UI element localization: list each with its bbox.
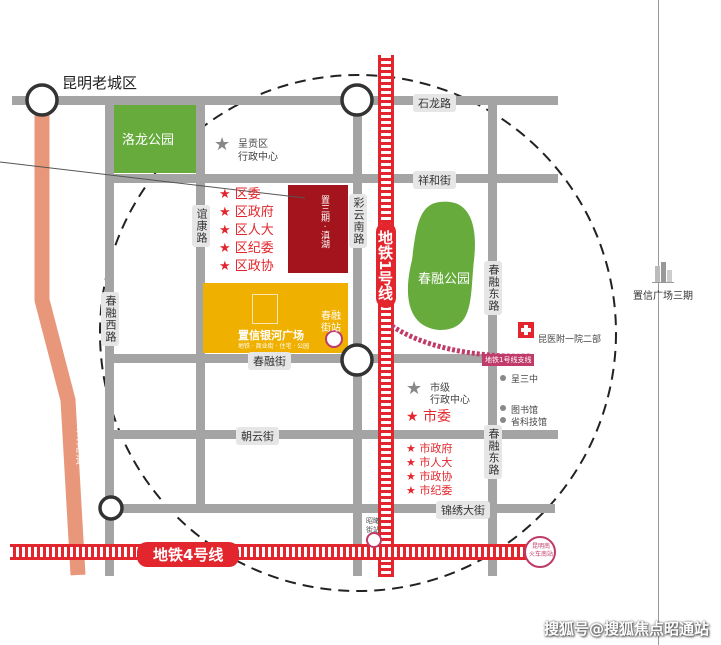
expressway-road — [34, 102, 86, 576]
old-city-label: 昆明老城区 — [62, 74, 138, 92]
tower-label: 置三期 · 滇湖 — [319, 195, 329, 249]
city-admin-label-2: 行政中心 — [430, 395, 470, 406]
radius-circle — [99, 74, 617, 592]
project-name: 置信银河广场 — [238, 329, 304, 342]
metro-branch-label: 地铁1号线支线 — [482, 354, 535, 366]
page-divider-line — [658, 0, 659, 645]
star-icon: ★ — [406, 442, 416, 455]
star-icon: ★ — [406, 456, 416, 469]
road-label-chunrong-w: 春融西路 — [101, 292, 119, 346]
road-xianghe — [113, 174, 558, 183]
star-icon: ★ — [219, 187, 231, 202]
library-label: 图书馆 — [511, 406, 539, 416]
district-offices-list: ★ 区委 ★ 区政府 ★ 区人大 ★ 区纪委 ★ 区政协 — [219, 186, 274, 276]
road-label-jinxiu: 锦绣大街 — [436, 501, 490, 519]
hospital-label: 昆医附一院二部 — [538, 335, 602, 345]
district-office-item: ★ 区人大 — [219, 223, 274, 238]
library-dot — [500, 405, 506, 411]
station-bottom-label-2: 街站 — [366, 526, 380, 534]
city-admin-label-1: 市级 — [430, 383, 450, 394]
star-icon: ★ — [406, 409, 419, 425]
museum-label: 省科技馆 — [511, 418, 548, 428]
star-icon: ★ — [219, 259, 231, 274]
side-building-label: 置信广场三期 — [633, 291, 693, 302]
metro4-label: 地铁4号线 — [137, 542, 240, 567]
road-label-chunrong-e-1: 春融东路 — [484, 261, 502, 315]
city-office-item: ★ 市纪委 — [406, 484, 453, 497]
district-office-item: ★ 区委 — [219, 187, 261, 202]
chunrong-park-label: 春融公园 — [418, 272, 471, 287]
road-chaoyun — [113, 430, 558, 439]
road-label-kunyu: 昆玉高速 — [74, 418, 87, 466]
side-building: 置信广场三期 — [623, 262, 703, 302]
road-jinxiu — [100, 504, 555, 513]
node-chunrong — [340, 343, 374, 377]
luolong-park — [114, 105, 196, 173]
district-office-item: ★ 区政协 — [219, 259, 274, 274]
tower-block — [288, 185, 348, 273]
road-label-chunrong-e-2: 春融东路 — [484, 425, 502, 479]
city-office-item: ★ 市人大 — [406, 456, 453, 469]
district-office-item: ★ 区纪委 — [219, 241, 274, 256]
road-label-caiyun: 彩云南路 — [349, 194, 367, 248]
luolong-park-label: 洛龙公园 — [122, 133, 175, 148]
project-logo-icon — [252, 294, 278, 324]
road-label-chaoyun: 朝云街 — [236, 427, 279, 445]
road-top — [12, 96, 558, 105]
city-office-item: ★ 市政府 — [406, 442, 453, 455]
road-label-shilong: 石龙路 — [413, 94, 456, 112]
building-icon — [652, 262, 674, 283]
star-icon: ★ — [219, 205, 231, 220]
road-chunrong — [113, 354, 513, 363]
chunrong-park — [407, 201, 475, 330]
train-station-label: 昆明南 火车南站 — [529, 543, 554, 558]
watermark: 搜狐号@搜狐焦点昭通站 — [543, 620, 709, 638]
district-office-item: ★ 区政府 — [219, 205, 274, 220]
station-chunrong-icon — [325, 330, 343, 348]
pointer-line — [0, 161, 306, 199]
metro1-label: 地铁1号线 — [376, 222, 396, 309]
node-shilong — [340, 83, 374, 117]
project-sub: 地铁 · 商业街 · 住宅 · 公园 — [238, 343, 310, 350]
school-dot — [500, 375, 506, 381]
node-jinxiu — [98, 495, 124, 521]
station-chunrong-label-1: 春融 — [321, 311, 341, 322]
road-caiyun — [353, 96, 362, 576]
road-label-xianghe: 祥和街 — [413, 171, 456, 189]
city-committee: ★ 市委 — [406, 409, 452, 425]
district-admin-label-1: 呈贡区 — [238, 139, 268, 150]
star-icon: ★ — [219, 241, 231, 256]
road-yikang — [196, 105, 205, 505]
train-station-icon — [524, 536, 556, 568]
node-old-city — [25, 83, 59, 117]
district-admin-star-icon: ★ — [214, 134, 231, 155]
station-bottom-icon — [366, 532, 382, 548]
city-admin-star-icon: ★ — [406, 378, 423, 399]
metro-branch-line — [390, 323, 531, 359]
station-bottom-label-1: 昭曦 — [366, 517, 380, 525]
city-office-item: ★ 市政协 — [406, 470, 453, 483]
station-chunrong-label-2: 街站 — [321, 323, 341, 334]
star-icon: ★ — [406, 470, 416, 483]
district-admin-label-2: 行政中心 — [238, 152, 278, 163]
road-label-yikang: 谊康路 — [192, 205, 210, 247]
museum-dot — [500, 417, 506, 423]
school-label: 呈三中 — [511, 375, 539, 385]
star-icon: ★ — [219, 223, 231, 238]
city-offices-list: ★ 市政府 ★ 市人大 ★ 市政协 ★ 市纪委 — [406, 442, 452, 498]
road-chunrong-e — [488, 96, 497, 576]
star-icon: ★ — [406, 484, 416, 497]
road-label-chunrong: 春融街 — [248, 352, 291, 370]
